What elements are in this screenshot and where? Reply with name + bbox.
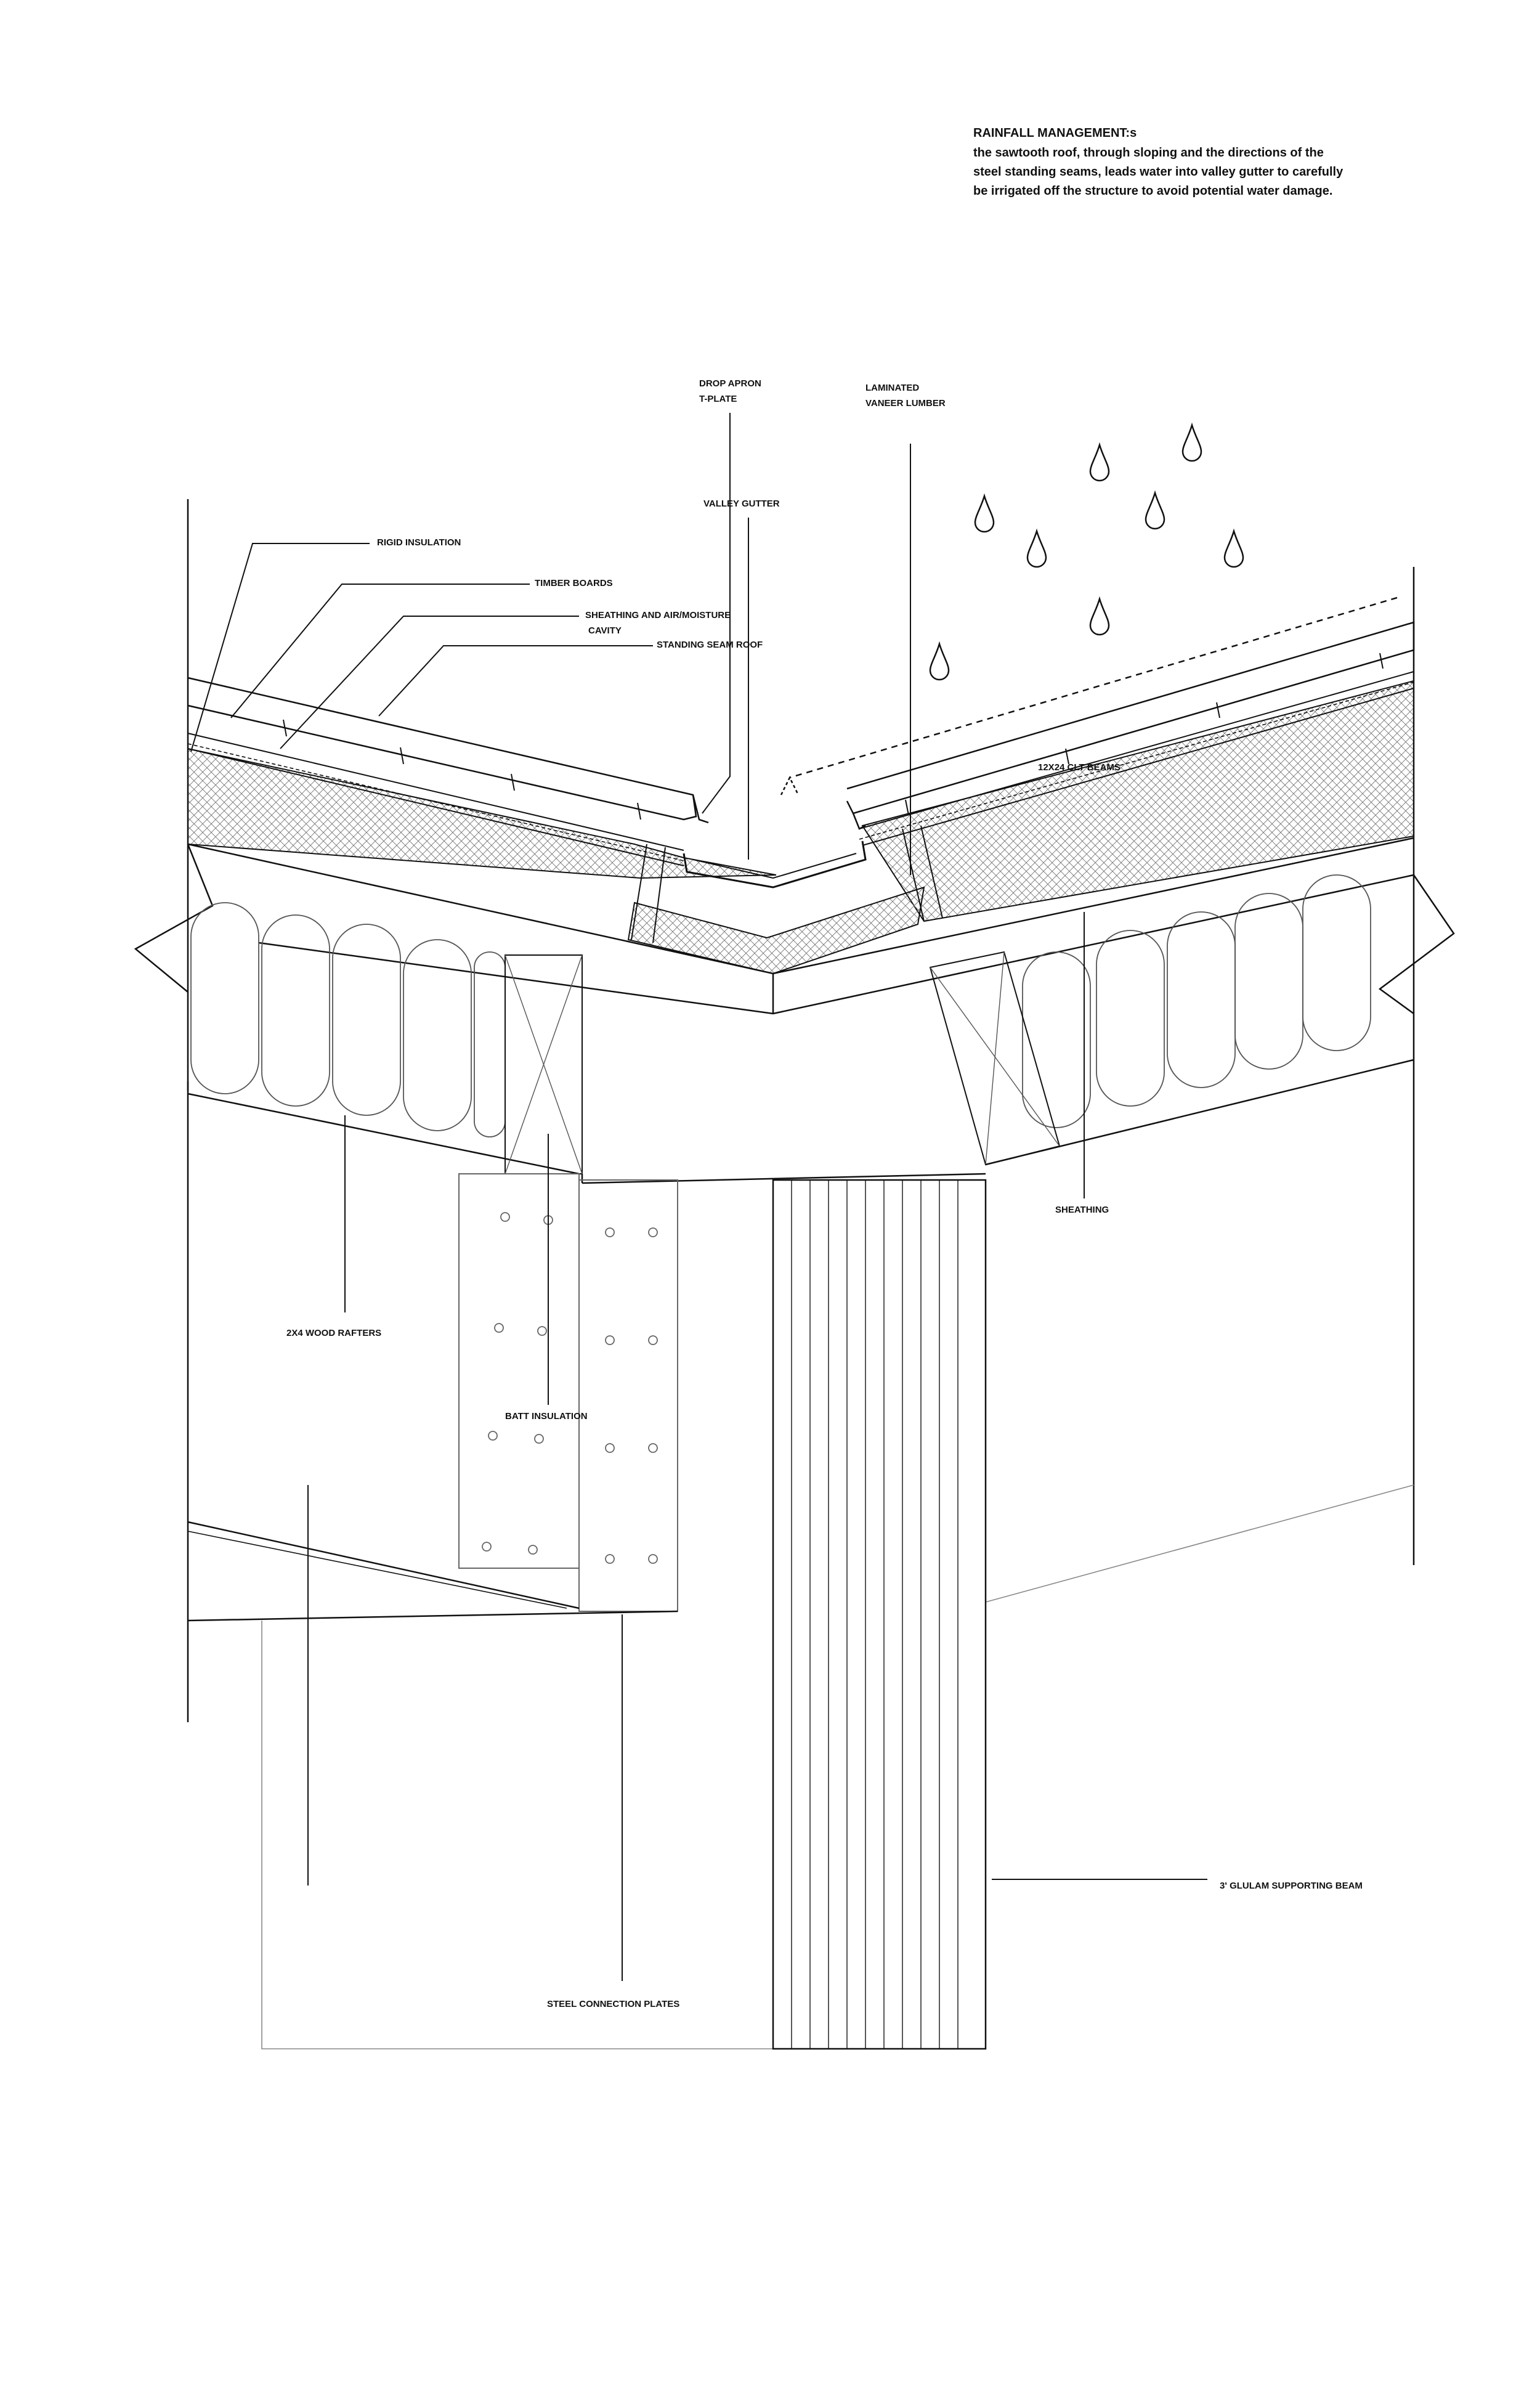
label-drop-apron-tplate: T-PLATE — [699, 394, 737, 404]
note-line-1: the sawtooth roof, through sloping and t… — [973, 146, 1324, 160]
label-sheathing-air-cavity: CAVITY — [588, 625, 622, 636]
label-glulam: 3' GLULAM SUPPORTING BEAM — [1220, 1881, 1363, 1891]
rain-drop — [1026, 528, 1047, 568]
rain-drop — [974, 493, 995, 533]
roof-assembly — [134, 621, 1455, 1015]
label-steel-plates: STEEL CONNECTION PLATES — [547, 1999, 679, 2009]
rain-drop — [1089, 596, 1110, 636]
note-title: RAINFALL MANAGEMENT:s — [973, 126, 1137, 140]
rain-drop — [1223, 528, 1244, 568]
steel-plate-left — [458, 1173, 580, 1569]
rigid-insulation-valley — [627, 886, 925, 975]
label-standing-seam: STANDING SEAM ROOF — [657, 640, 763, 650]
break-line-right — [1378, 874, 1455, 1015]
rain-drops — [929, 422, 1244, 681]
bracing — [187, 1484, 1414, 2049]
rain-drop — [1089, 442, 1110, 482]
batt-insulation — [190, 874, 1371, 1137]
label-lvl: LAMINATED — [865, 383, 919, 393]
clt-beam-underside — [258, 874, 1414, 1015]
leader-lines — [190, 413, 1207, 1981]
standing-seam-left — [187, 677, 697, 821]
lower-structure — [187, 499, 1415, 1722]
label-valley-gutter: VALLEY GUTTER — [703, 498, 780, 509]
rainfall-note: RAINFALL MANAGEMENT:s the sawtooth roof,… — [973, 126, 1343, 198]
rigid-insulation-right — [861, 680, 1414, 922]
glulam-beam — [772, 1179, 987, 2050]
labels: DROP APRON T-PLATE LAMINATED VANEER LUMB… — [286, 378, 1363, 2009]
bolts — [482, 1212, 658, 1564]
label-rigid-insulation: RIGID INSULATION — [377, 537, 461, 548]
break-line-left — [134, 844, 214, 993]
label-clt-beams: 12X24 CLT BEAMS — [1038, 762, 1121, 773]
valley-gutter — [683, 840, 867, 889]
label-batt-insulation: BATT INSULATION — [505, 1411, 588, 1422]
water-flow-arrow — [780, 596, 1398, 795]
rain-drop — [929, 641, 950, 681]
label-sheathing: SHEATHING — [1055, 1205, 1109, 1215]
label-wood-rafters: 2X4 WOOD RAFTERS — [286, 1328, 381, 1338]
rain-drop — [1181, 422, 1202, 462]
note-line-3: be irrigated off the structure to avoid … — [973, 184, 1332, 198]
label-drop-apron: DROP APRON — [699, 378, 761, 389]
label-timber-boards: TIMBER BOARDS — [535, 578, 613, 588]
label-sheathing-air: SHEATHING AND AIR/MOISTURE — [585, 610, 731, 620]
rain-drop — [1145, 490, 1165, 530]
steel-plate-right — [578, 1179, 678, 1612]
label-lvl-2: VANEER LUMBER — [865, 398, 946, 409]
note-line-2: steel standing seams, leads water into v… — [973, 165, 1343, 179]
